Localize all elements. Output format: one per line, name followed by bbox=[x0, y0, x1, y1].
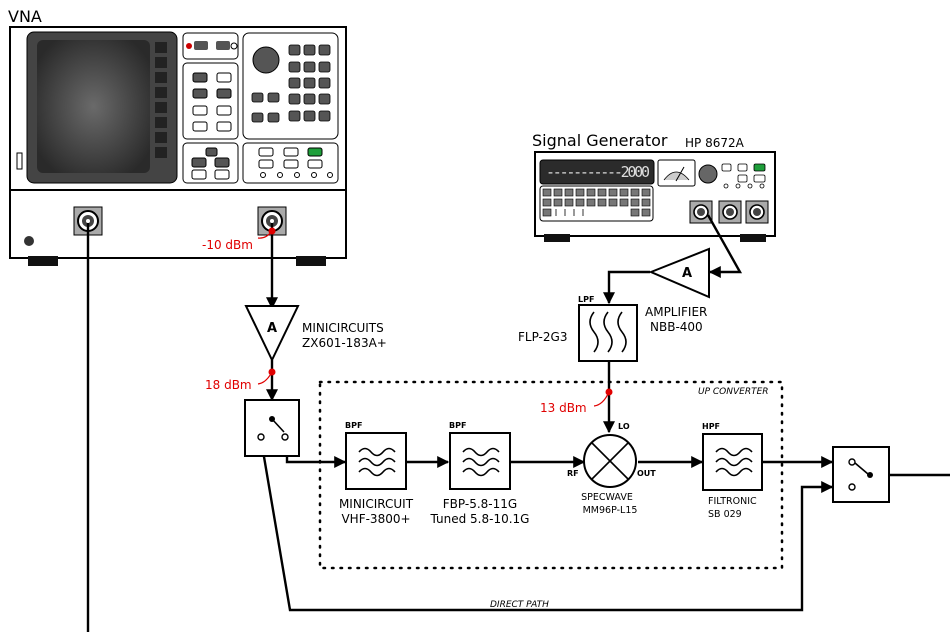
mixer-name-1: SPECWAVE bbox=[581, 492, 633, 503]
amplifier-rf-name-2: ZX601-183A+ bbox=[302, 336, 387, 350]
vna-screen bbox=[26, 31, 178, 184]
mixer-lo-port: LO bbox=[618, 422, 630, 431]
signal-generator-title: Signal Generator bbox=[532, 131, 668, 150]
rf-switch-input bbox=[244, 399, 300, 457]
bpf2-name-2: Tuned 5.8-10.1G bbox=[430, 512, 530, 526]
upconverter-label: UP CONVERTER bbox=[698, 387, 769, 397]
bpf1-name-2: VHF-3800+ bbox=[341, 512, 410, 526]
amplifier-lo-symbol: A bbox=[682, 266, 692, 281]
lpf-filter: LPF bbox=[578, 295, 638, 362]
bpf2-filter: BPF bbox=[449, 421, 511, 490]
amplifier-rf-name-1: MINICIRCUITS bbox=[302, 321, 384, 335]
signal-generator-port-1[interactable] bbox=[689, 200, 713, 224]
bpf1-tag: BPF bbox=[345, 421, 362, 430]
vna-title: VNA bbox=[8, 7, 42, 26]
amplifier-rf: A bbox=[244, 305, 300, 363]
signal-generator-port-3[interactable] bbox=[745, 200, 769, 224]
amplifier-output-power: 18 dBm bbox=[205, 378, 252, 392]
signal-generator-display: -----------2000 bbox=[546, 163, 650, 181]
amplifier-lo-name-2: NBB-400 bbox=[650, 320, 703, 334]
hpf-name-1: FILTRONIC bbox=[708, 496, 757, 507]
upconverter-boundary bbox=[318, 380, 784, 570]
signal-generator-model: HP 8672A bbox=[685, 136, 745, 150]
amplifier-rf-symbol: A bbox=[267, 321, 277, 336]
wiring bbox=[86, 214, 950, 632]
hpf-tag: HPF bbox=[702, 422, 720, 431]
mixer: LO RF OUT bbox=[567, 422, 656, 488]
lo-power: 13 dBm bbox=[540, 401, 587, 415]
mixer-out-port: OUT bbox=[637, 469, 656, 478]
bpf1-filter: BPF bbox=[345, 421, 407, 490]
amplifier-lo: A bbox=[648, 247, 710, 299]
vna-power-button[interactable] bbox=[24, 236, 34, 246]
amplifier-lo-name-1: AMPLIFIER bbox=[645, 305, 707, 319]
direct-path-label: DIRECT PATH bbox=[490, 600, 549, 610]
lpf-tag: LPF bbox=[578, 295, 594, 304]
mixer-name-2: MM96P-L15 bbox=[583, 505, 638, 516]
signal-generator-knob[interactable] bbox=[698, 164, 718, 184]
power-markers: -10 dBm 18 dBm 13 dBm bbox=[202, 227, 613, 415]
signal-generator-instrument: -----------2000 bbox=[534, 151, 776, 242]
rf-switch-output bbox=[832, 446, 890, 503]
bpf1-name-1: MINICIRCUIT bbox=[339, 497, 414, 511]
bpf2-tag: BPF bbox=[449, 421, 466, 430]
hpf-filter: HPF bbox=[702, 422, 763, 491]
vna-knob[interactable] bbox=[252, 46, 280, 74]
bpf2-name-1: FBP-5.8-11G bbox=[443, 497, 517, 511]
lpf-name: FLP-2G3 bbox=[518, 330, 567, 344]
hpf-name-2: SB 029 bbox=[708, 509, 742, 520]
vna-instrument bbox=[9, 26, 347, 266]
mixer-rf-port: RF bbox=[567, 469, 579, 478]
signal-generator-port-2[interactable] bbox=[718, 200, 742, 224]
vna-port-power: -10 dBm bbox=[202, 238, 253, 252]
vna-red-led bbox=[186, 43, 192, 49]
